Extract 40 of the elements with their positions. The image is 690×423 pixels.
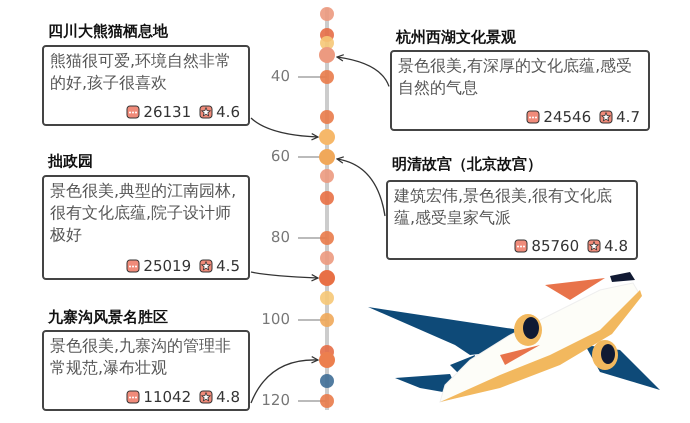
data-dot [319, 270, 335, 286]
tick-label: 40 [270, 67, 290, 85]
rating: 4.8 [604, 237, 628, 255]
comment-count: 25019 [143, 257, 192, 275]
rating: 4.6 [216, 103, 240, 121]
arrow [250, 271, 319, 282]
review-card [390, 50, 650, 131]
tick-label: 80 [270, 228, 290, 246]
review-text: 景色很美,九寨沟的管理非常规范,瀑布壮观 [50, 335, 232, 379]
data-dot [319, 352, 335, 368]
arrow [336, 54, 390, 87]
card-title: 明清故宫（北京故宫） [392, 155, 542, 174]
arrow [250, 118, 319, 140]
comment-count: 24546 [543, 108, 592, 126]
tick-label: 60 [270, 147, 290, 165]
card-title: 四川大熊猫栖息地 [48, 22, 168, 41]
comment-count: 85760 [531, 237, 580, 255]
card-title: 九寨沟风景名胜区 [48, 308, 168, 327]
review-card [386, 180, 638, 260]
tick-label: 100 [260, 310, 290, 328]
card-title: 杭州西湖文化景观 [396, 28, 516, 47]
data-dot [319, 129, 335, 145]
arrow [336, 156, 386, 216]
card-title: 拙政园 [48, 152, 93, 171]
review-card [42, 45, 250, 126]
review-card [42, 175, 250, 280]
review-card [42, 330, 250, 411]
comment-count: 26131 [143, 103, 192, 121]
rating: 4.7 [616, 108, 640, 126]
review-text: 熊猫很可爱,环境自然非常的好,孩子很喜欢 [50, 50, 232, 94]
review-text: 景色很美,有深厚的文化底蕴,感受自然的气息 [398, 55, 634, 99]
review-text: 建筑宏伟,景色很美,很有文化底蕴,感受皇家气派 [394, 185, 614, 229]
tick-label: 120 [260, 391, 290, 409]
arrow [250, 356, 319, 404]
rating: 4.5 [216, 257, 240, 275]
data-dot [319, 47, 335, 63]
comment-count: 11042 [143, 388, 192, 406]
data-dot [319, 149, 335, 165]
rating: 4.8 [216, 388, 240, 406]
review-text: 景色很美,典型的江南园林,很有文化底蕴,院子设计师极好 [50, 180, 238, 246]
